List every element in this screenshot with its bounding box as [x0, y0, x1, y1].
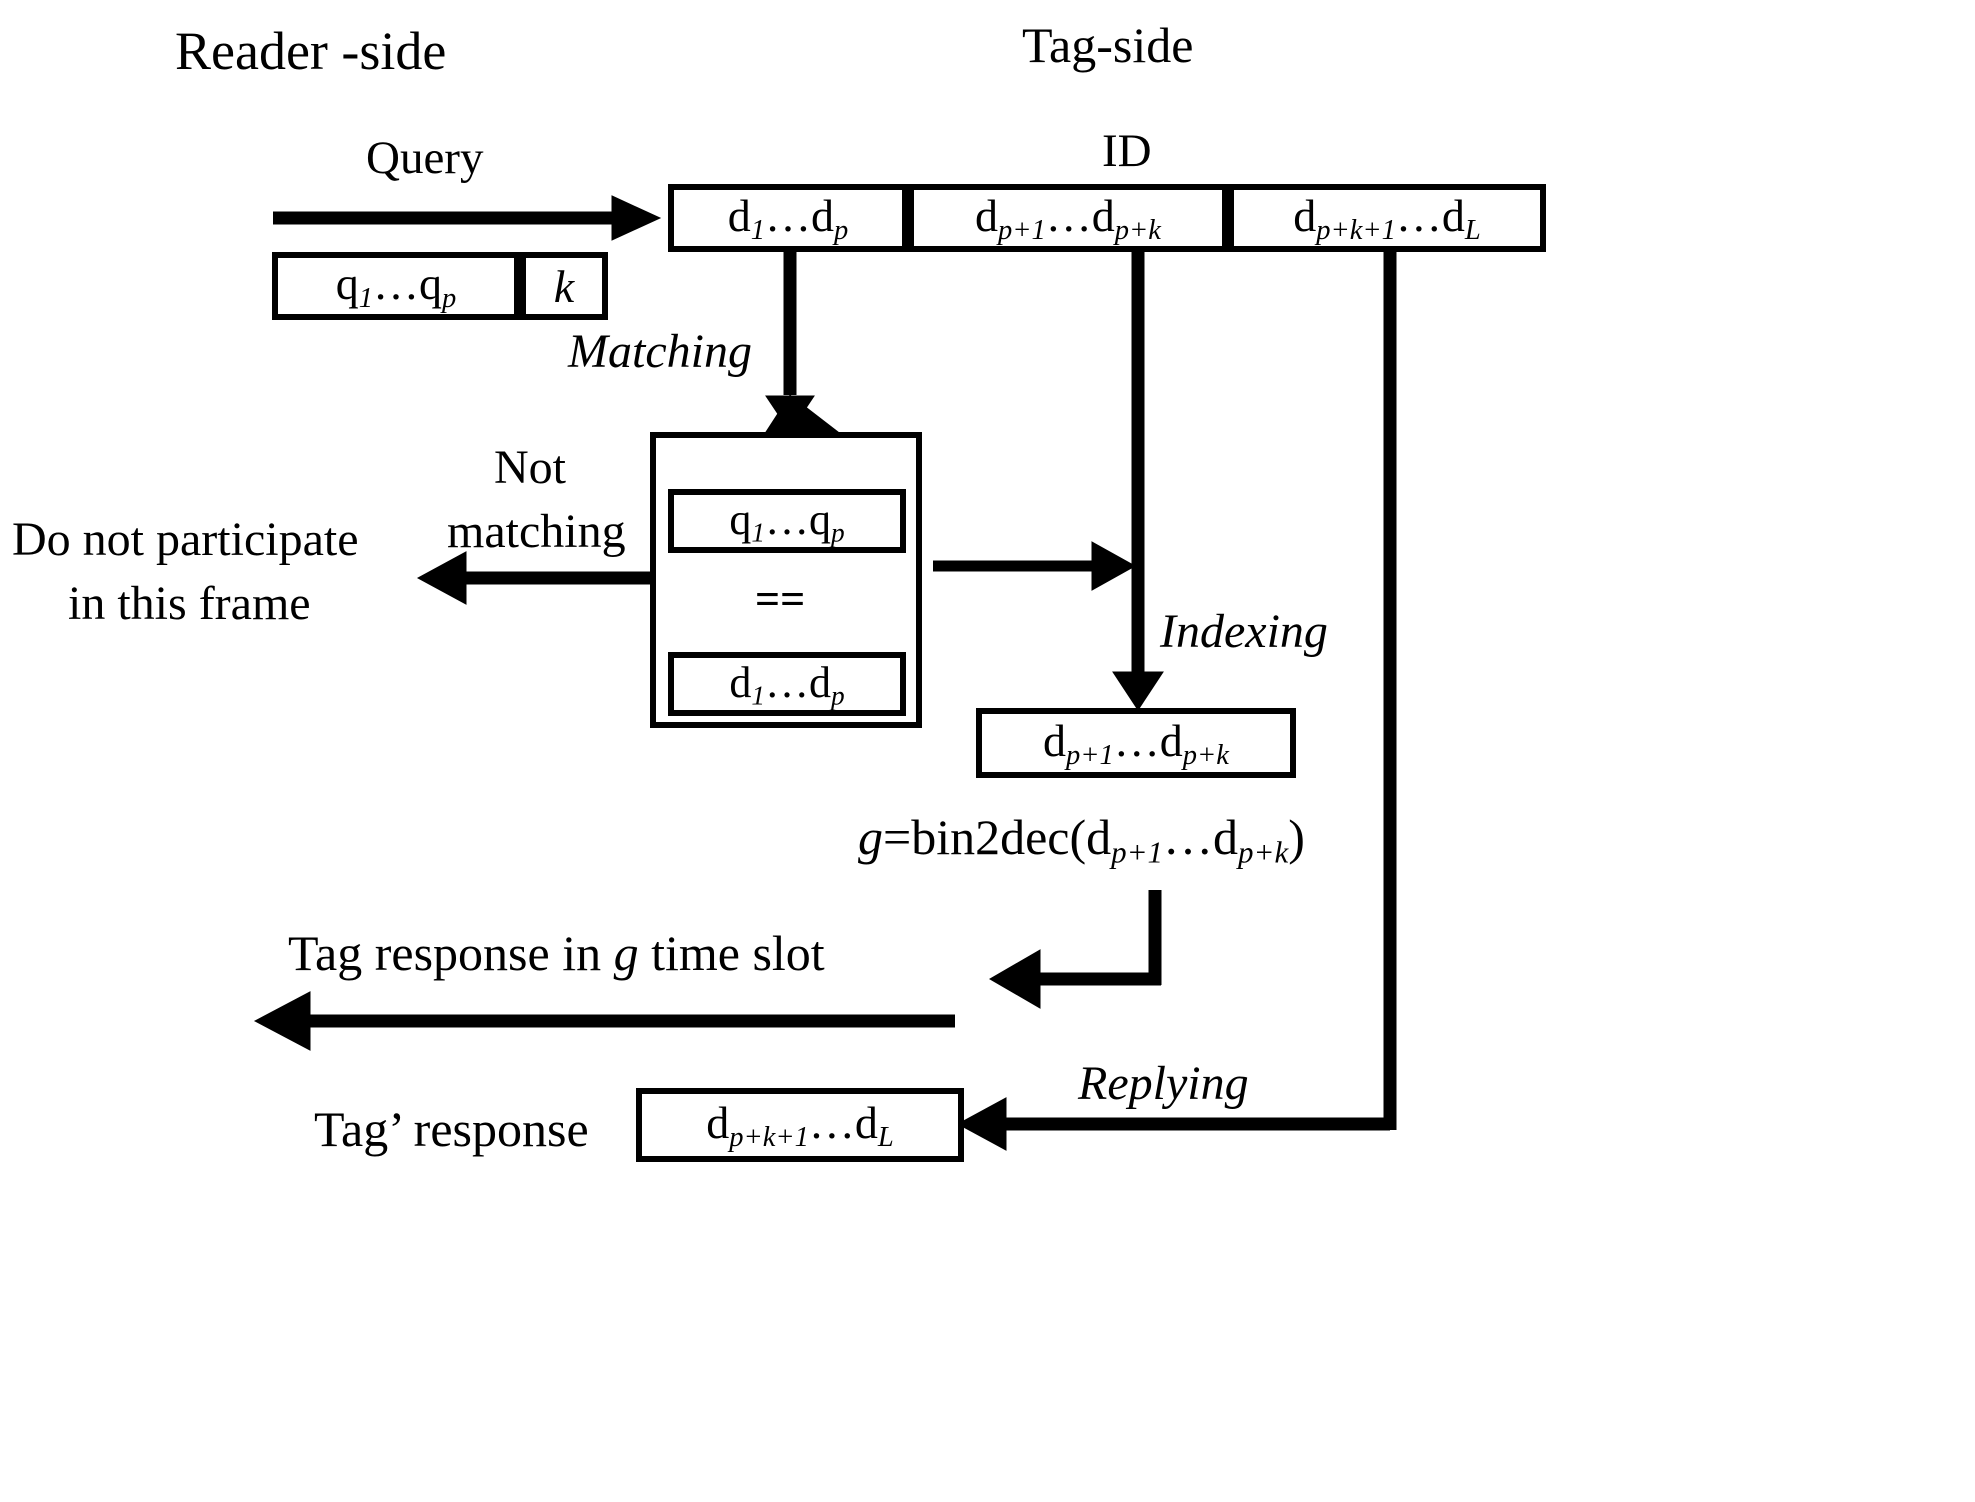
- query-cell-text: q1…qp: [335, 258, 457, 314]
- indexing-label: Indexing: [1160, 605, 1328, 658]
- match-ok-arrow: [933, 541, 1137, 591]
- compare-bottom-text: d1…dp: [729, 657, 845, 711]
- id-label: ID: [1102, 125, 1152, 177]
- replying-line: [956, 252, 1397, 1151]
- do-not-participate-line2: in this frame: [68, 577, 311, 630]
- matching-arrow: [765, 252, 840, 433]
- tag-response-arrow: [253, 991, 955, 1051]
- id-cell-2-text: dp+1…dp+k: [975, 190, 1161, 246]
- compare-top-text: q1…qp: [729, 494, 845, 548]
- query-frame-cell-qp: q1…qp: [272, 252, 520, 320]
- tag-side-title: Tag-side: [1022, 17, 1194, 73]
- compare-operator: ==: [755, 575, 806, 624]
- not-matching-label-line2: matching: [447, 505, 626, 558]
- do-not-participate-line1: Do not participate: [12, 513, 359, 566]
- not-matching-label-line1: Not: [494, 441, 566, 494]
- not-matching-arrow: [416, 551, 651, 605]
- tag-response-slot-label: Tag response in g time slot: [288, 925, 825, 981]
- reply-box-text: dp+k+1…dL: [706, 1097, 894, 1153]
- index-box: dp+1…dp+k: [976, 708, 1296, 778]
- id-cell-3-text: dp+k+1…dL: [1293, 190, 1481, 246]
- query-frame-cell-k: k: [520, 252, 608, 320]
- compare-box-bottom-cell: d1…dp: [668, 652, 906, 716]
- g-slot-elbow: [989, 890, 1162, 1009]
- tag-prime-response-label: Tag’ response: [314, 1101, 589, 1157]
- id-frame-cell-3: dp+k+1…dL: [1228, 184, 1546, 252]
- reply-box: dp+k+1…dL: [636, 1088, 964, 1162]
- compare-box-top-cell: q1…qp: [668, 489, 906, 553]
- query-label: Query: [366, 132, 484, 184]
- id-cell-1-text: d1…dp: [727, 190, 849, 246]
- query-arrow: [273, 195, 662, 241]
- query-cell-k-text: k: [553, 260, 575, 312]
- replying-label: Replying: [1078, 1057, 1249, 1110]
- reader-side-title: Reader -side: [175, 21, 447, 81]
- matching-label: Matching: [568, 325, 752, 378]
- index-box-text: dp+1…dp+k: [1043, 715, 1229, 771]
- bin2dec-formula: g=bin2dec(dp+1…dp+k): [858, 809, 1305, 870]
- id-frame-cell-2: dp+1…dp+k: [908, 184, 1228, 252]
- id-frame-cell-1: d1…dp: [668, 184, 908, 252]
- indexing-arrow: [1112, 252, 1164, 711]
